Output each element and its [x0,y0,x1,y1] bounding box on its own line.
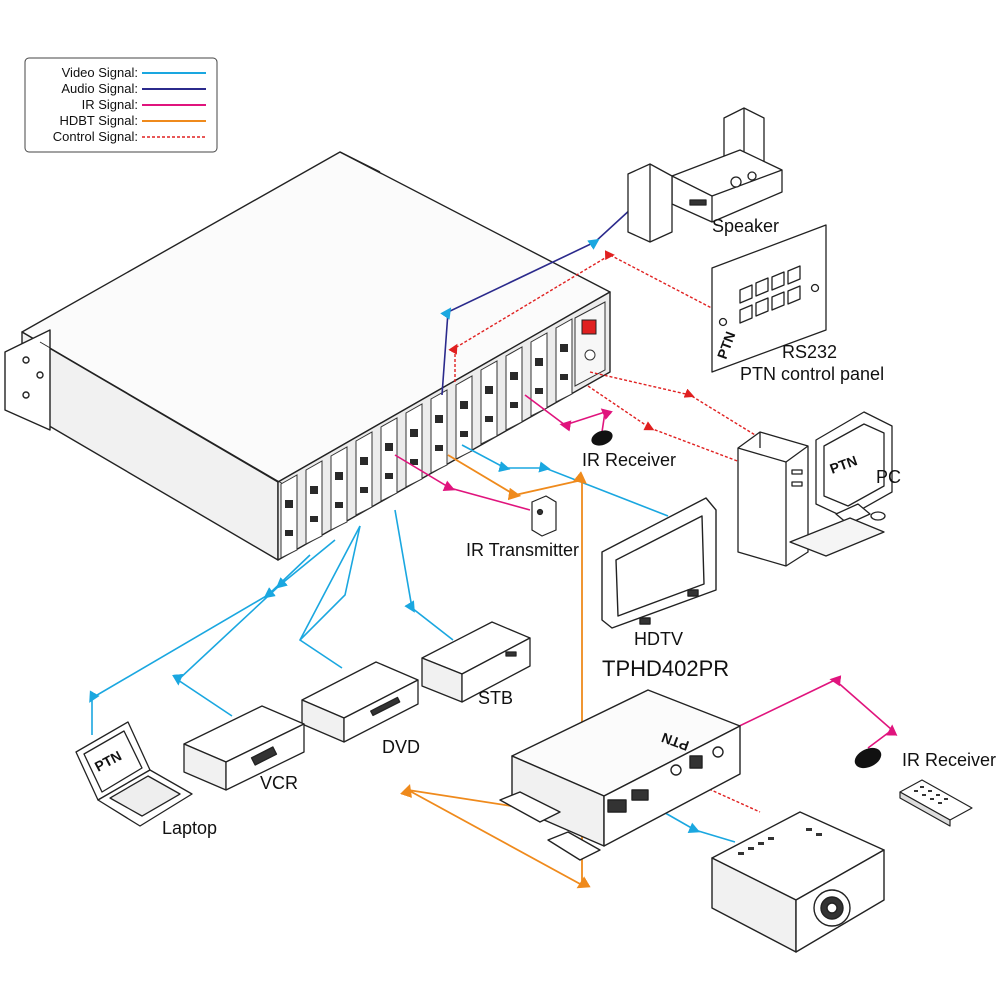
rs232-label-line2: PTN control panel [740,364,884,384]
legend: Video Signal: Audio Signal: IR Signal: H… [24,57,218,153]
video-cable-dvd-2 [299,525,361,641]
ir-transmitter-icon [531,495,557,537]
hdbt-cable [400,454,603,889]
receiver-model-label: TPHD402PR [602,656,729,681]
remote-icon [899,779,973,827]
dvd-label: DVD [382,737,420,757]
pc-icon [737,411,893,567]
legend-hdbt-label: HDBT Signal: [59,113,138,128]
speaker-icon [627,107,783,243]
legend-video-label: Video Signal: [62,65,138,80]
video-cable-vcr [171,539,336,717]
laptop-icon [75,721,193,827]
ir-receiver-icon [591,430,613,446]
legend-ir-label: IR Signal: [82,97,138,112]
laptop-label: Laptop [162,818,217,838]
video-cable-dvd [298,525,361,669]
matrix-card-ports [285,344,568,536]
dvd-icon [301,661,419,743]
legend-control-label: Control Signal: [53,129,138,144]
video-cable-laptop [89,554,311,735]
hdtv-icon [601,497,717,629]
ir-cable-transmitter [394,454,531,511]
control-cable-pc-1 [589,371,761,439]
video-cable-hdtv [461,444,669,517]
ir-transmitter-label: IR Transmitter [466,540,579,560]
ir-receiver-bottom-icon [854,747,882,769]
video-cable-stb [394,509,454,641]
speaker-label: Speaker [712,216,779,236]
stb-icon [421,621,531,703]
control-panel-icon [711,224,827,373]
ir-receiver-bottom-label: IR Receiver [902,750,996,770]
rs232-label-line1: RS232 [782,342,837,362]
legend-audio-label: Audio Signal: [61,81,138,96]
hdtv-label: HDTV [634,629,683,649]
vcr-label: VCR [260,773,298,793]
stb-label: STB [478,688,513,708]
video-cables [89,444,736,843]
receiver-box-icon [499,689,741,861]
pc-label: PC [876,467,901,487]
ir-cable-top-receiver [524,394,613,433]
vcr-icon [183,705,305,791]
ir-receiver-top-label: IR Receiver [582,450,676,470]
control-cable-panel [448,250,726,382]
projector-icon [711,811,885,953]
video-cable-projector [659,809,736,843]
